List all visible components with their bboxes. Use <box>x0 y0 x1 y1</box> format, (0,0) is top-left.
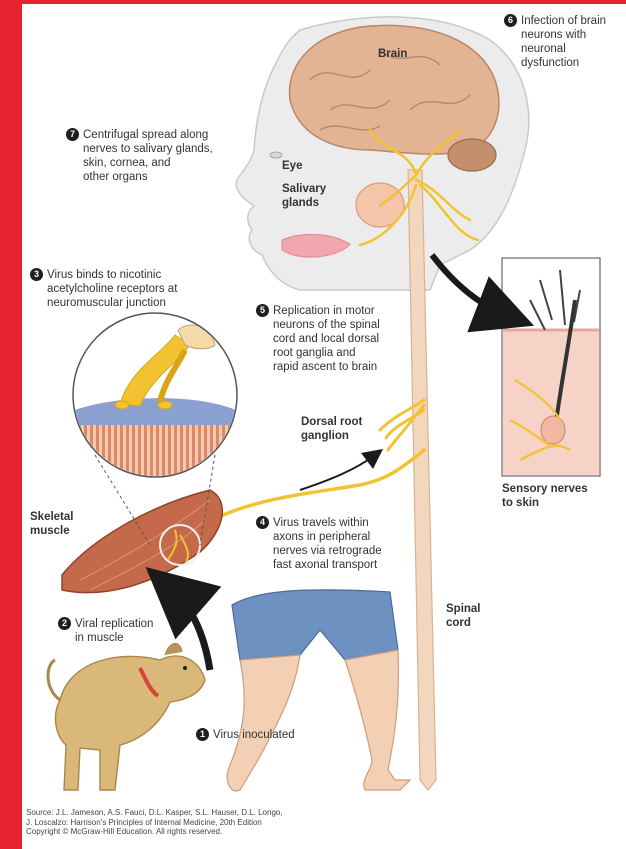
step-number: 2 <box>58 617 71 630</box>
step-1: 1 Virus inoculated <box>196 728 295 742</box>
label-spinal-cord: Spinal cord <box>446 602 481 630</box>
step-7: 7 Centrifugal spread along nerves to sal… <box>66 128 213 184</box>
step-number: 1 <box>196 728 209 741</box>
arrow-to-skin <box>432 255 506 315</box>
cerebellum <box>448 139 496 171</box>
eye <box>270 152 282 158</box>
step-number: 6 <box>504 14 517 27</box>
label-salivary-glands: Salivary glands <box>282 182 326 210</box>
step-6: 6 Infection of brain neurons with neuron… <box>504 14 606 70</box>
step-4: 4 Virus travels within axons in peripher… <box>256 516 382 572</box>
dog-body <box>55 656 205 790</box>
label-brain: Brain <box>378 47 407 61</box>
step-number: 5 <box>256 304 269 317</box>
step-3: 3 Virus binds to nicotinic acetylcholine… <box>30 268 177 310</box>
left-leg <box>227 655 300 791</box>
label-sensory-nerves: Sensory nerves to skin <box>502 482 588 510</box>
label-skeletal-muscle: Skeletal muscle <box>30 510 73 538</box>
right-leg <box>345 650 410 790</box>
label-eye: Eye <box>282 159 302 173</box>
step-number: 3 <box>30 268 43 281</box>
shorts <box>232 590 398 660</box>
source-credit: Source: J.L. Jameson, A.S. Fauci, D.L. K… <box>26 808 283 837</box>
step-number: 4 <box>256 516 269 529</box>
step-2: 2 Viral replication in muscle <box>58 617 153 645</box>
label-dorsal-root-ganglion: Dorsal root ganglion <box>301 415 362 443</box>
step-5: 5 Replication in motor neurons of the sp… <box>256 304 380 374</box>
step-number: 7 <box>66 128 79 141</box>
